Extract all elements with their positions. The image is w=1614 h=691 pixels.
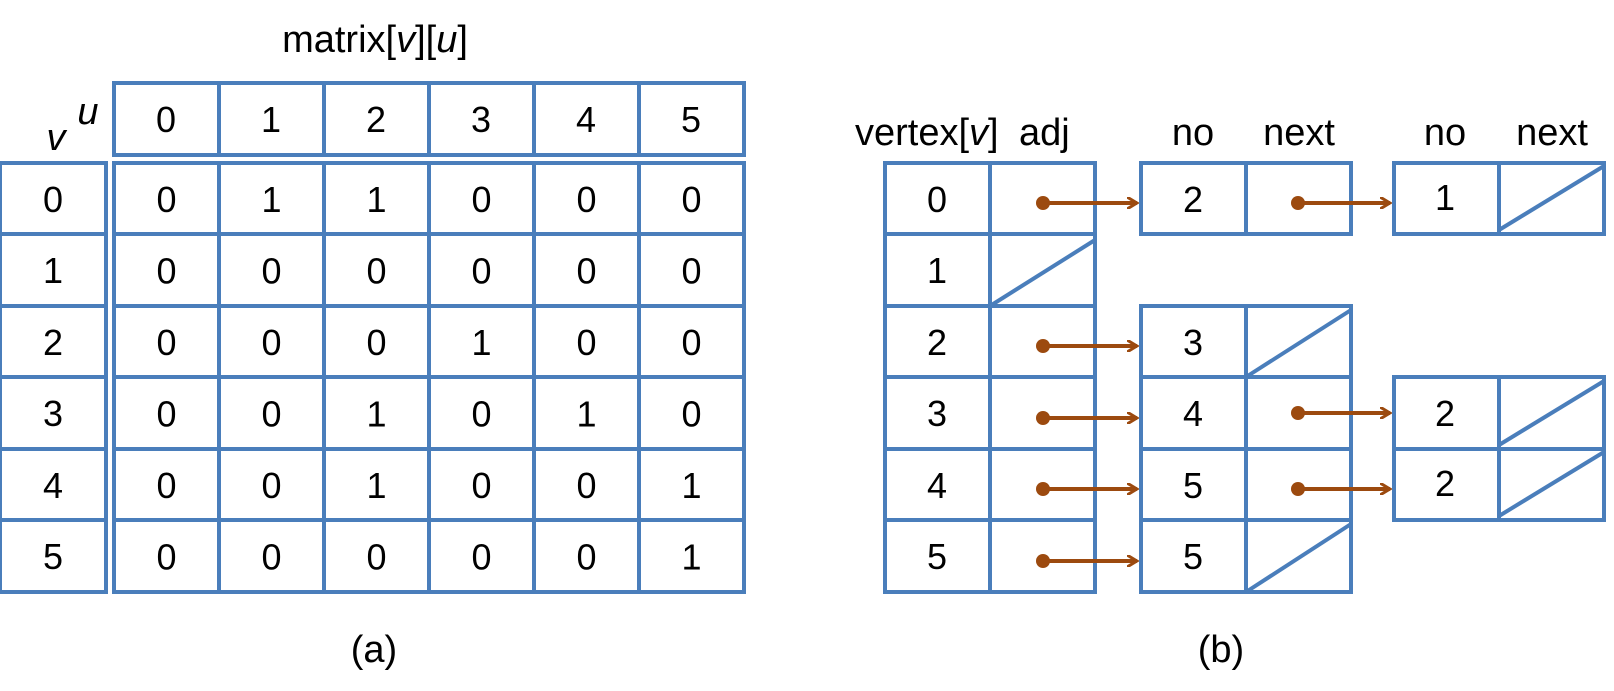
caption-b: (b): [1198, 629, 1244, 671]
vertex-id: 3: [927, 393, 947, 434]
node-no-value: 1: [1435, 177, 1455, 218]
caption-a: (a): [351, 629, 397, 671]
matrix-cell: 1: [366, 393, 386, 434]
matrix-cell: 0: [366, 250, 386, 291]
col-header: 3: [471, 99, 491, 140]
matrix-cell: 0: [576, 179, 596, 220]
matrix-cell: 0: [576, 536, 596, 577]
matrix-cell: 1: [366, 179, 386, 220]
matrix-cell: 1: [681, 465, 701, 506]
matrix-cell: 0: [576, 322, 596, 363]
matrix-cell: 0: [576, 250, 596, 291]
matrix-cell: 0: [261, 536, 281, 577]
adj-label: adj: [1019, 112, 1070, 154]
vertex-id: 5: [927, 536, 947, 577]
node-no-value: 5: [1183, 465, 1203, 506]
next-label-1: next: [1263, 112, 1335, 154]
pointer-arrow: [1036, 339, 1137, 353]
panel-b-adjacency-list: vertex[v] adj no next no next 0 1 2 3 4 …: [855, 112, 1606, 671]
corner-v-label: v: [47, 117, 68, 159]
level1-node-boxes: [1139, 161, 1353, 594]
matrix-grid: [112, 161, 746, 594]
row-header-column: [0, 161, 108, 594]
node-no-value: 2: [1435, 463, 1455, 504]
matrix-cell: 0: [261, 465, 281, 506]
pointer-arrow: [1036, 411, 1137, 425]
matrix-cell: 0: [471, 536, 491, 577]
node-no-value: 3: [1183, 322, 1203, 363]
column-header-row: [112, 81, 746, 157]
matrix-cell: 0: [156, 465, 176, 506]
matrix-title: matrix[v][u]: [282, 19, 468, 61]
matrix-cell: 0: [471, 179, 491, 220]
level2-node-boxes: [1392, 161, 1606, 522]
matrix-cell: 1: [471, 322, 491, 363]
row-header: 0: [43, 179, 63, 220]
matrix-cell: 1: [576, 393, 596, 434]
row-header: 3: [43, 393, 63, 434]
vertex-array-label: vertex[v]: [855, 112, 999, 154]
row-headers: 0 1 2 3 4 5: [43, 179, 63, 577]
next-label-2: next: [1516, 112, 1588, 154]
vertex-id: 0: [927, 179, 947, 220]
matrix-cell: 1: [366, 465, 386, 506]
col-header: 5: [681, 99, 701, 140]
vertex-id: 4: [927, 465, 947, 506]
matrix-cell: 0: [681, 393, 701, 434]
col-header: 4: [576, 99, 596, 140]
no-label-2: no: [1424, 112, 1466, 154]
vertex-ids: 0 1 2 3 4 5: [927, 179, 947, 577]
vertex-array: [883, 161, 1097, 594]
row-header: 5: [43, 536, 63, 577]
matrix-cell: 0: [471, 250, 491, 291]
matrix-cell: 0: [156, 250, 176, 291]
matrix-cell: 0: [576, 465, 596, 506]
node-no-value: 2: [1183, 179, 1203, 220]
pointer-arrow: [1036, 196, 1137, 210]
vertex-id: 2: [927, 322, 947, 363]
matrix-cell: 1: [261, 179, 281, 220]
matrix-cell: 0: [471, 465, 491, 506]
pointer-arrow: [1291, 196, 1390, 210]
row-header: 2: [43, 322, 63, 363]
node-no-value: 2: [1435, 393, 1455, 434]
matrix-cell: 0: [366, 322, 386, 363]
matrix-cell: 0: [261, 322, 281, 363]
level2-node-values: 1 2 2: [1435, 177, 1455, 504]
pointer-arrow: [1036, 554, 1137, 568]
matrix-cells: 0 1 1 0 0 0 0 0 0 0 0 0 0 0 0 1 0 0 0 0 1 0 1 0 0 0 1 0 0 1 0 0 0 0 0 1: [156, 179, 701, 578]
no-label-1: no: [1172, 112, 1214, 154]
col-header: 0: [156, 99, 176, 140]
col-header: 2: [366, 99, 386, 140]
matrix-cell: 0: [261, 393, 281, 434]
row-header: 1: [43, 250, 63, 291]
pointer-arrows: [1036, 196, 1390, 568]
matrix-cell: 0: [156, 536, 176, 577]
row-header: 4: [43, 465, 63, 506]
matrix-cell: 0: [681, 322, 701, 363]
column-headers: 0 1 2 3 4 5: [156, 99, 701, 140]
matrix-cell: 0: [681, 250, 701, 291]
pointer-arrow: [1291, 406, 1390, 420]
col-header: 1: [261, 99, 281, 140]
node-no-value: 5: [1183, 536, 1203, 577]
matrix-cell: 0: [681, 179, 701, 220]
pointer-arrow: [1291, 482, 1390, 496]
corner-u-label: u: [77, 91, 98, 133]
matrix-cell: 1: [681, 536, 701, 577]
level1-node-values: 2 3 4 5 5: [1183, 179, 1203, 577]
matrix-cell: 0: [156, 179, 176, 220]
matrix-cell: 0: [366, 536, 386, 577]
matrix-cell: 0: [156, 393, 176, 434]
vertex-id: 1: [927, 250, 947, 291]
matrix-cell: 0: [471, 393, 491, 434]
pointer-arrow: [1036, 482, 1137, 496]
node-no-value: 4: [1183, 393, 1203, 434]
matrix-cell: 0: [156, 322, 176, 363]
matrix-cell: 0: [261, 250, 281, 291]
panel-a-adjacency-matrix: matrix[v][u] u v 0 1 2 3 4 5: [0, 19, 746, 671]
